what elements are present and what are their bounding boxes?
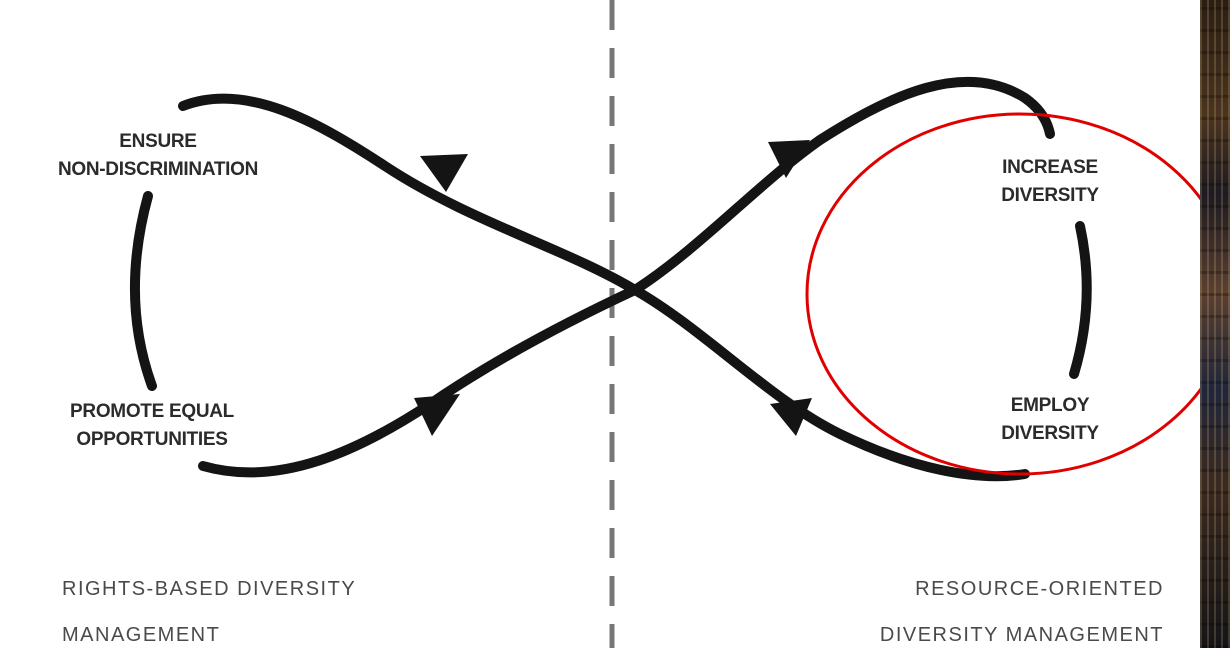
node-employ-diversity: EMPLOY DIVERSITY xyxy=(960,392,1140,448)
curve-bottom-left-to-top-right xyxy=(198,76,1055,478)
arrowhead-up-left-icon xyxy=(420,154,468,192)
node-line: DIVERSITY xyxy=(1001,185,1099,206)
caption-resource-oriented: RESOURCE-ORIENTED DIVERSITY MANAGEMENT xyxy=(760,566,1164,658)
node-line: INCREASE xyxy=(1002,157,1098,178)
right-loop-arc xyxy=(1069,221,1092,379)
caption-line: MANAGEMENT xyxy=(62,624,221,646)
node-line: EMPLOY xyxy=(1010,395,1090,416)
arrowhead-lower-left-icon xyxy=(770,398,812,436)
node-promote-equal-opportunities: PROMOTE EQUAL OPPORTUNITIES xyxy=(22,398,282,454)
caption-line: RESOURCE-ORIENTED xyxy=(915,578,1164,600)
background-photo-strip xyxy=(1200,0,1230,648)
node-line: NON-DISCRIMINATION xyxy=(57,159,259,180)
caption-line: RIGHTS-BASED DIVERSITY xyxy=(62,578,357,600)
caption-rights-based: RIGHTS-BASED DIVERSITY MANAGEMENT xyxy=(62,566,356,658)
node-line: PROMOTE EQUAL xyxy=(70,401,234,422)
node-line: DIVERSITY xyxy=(1001,423,1099,444)
highlight-circle xyxy=(805,112,1230,476)
curve-top-left-to-bottom-right xyxy=(178,93,1030,482)
node-line: OPPORTUNITIES xyxy=(76,429,228,450)
node-increase-diversity: INCREASE DIVERSITY xyxy=(960,154,1140,210)
caption-line: DIVERSITY MANAGEMENT xyxy=(879,624,1164,646)
arrowhead-lower-right-icon xyxy=(414,394,460,436)
node-line: ENSURE xyxy=(119,131,197,152)
node-ensure-non-discrimination: ENSURE NON-DISCRIMINATION xyxy=(8,128,308,184)
left-loop-arc xyxy=(129,191,157,391)
arrowhead-up-right-icon xyxy=(768,140,810,178)
